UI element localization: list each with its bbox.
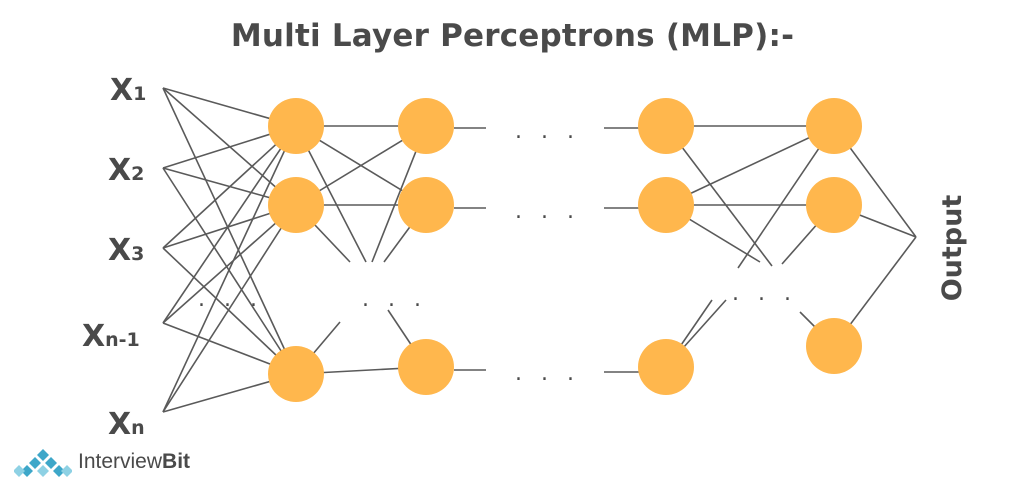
input-label-subscript: 1 xyxy=(133,83,146,105)
layer-4-node-1 xyxy=(806,98,862,154)
input-label-subscript: n-1 xyxy=(105,329,140,351)
edge xyxy=(737,125,835,269)
input-label-1: X1 xyxy=(110,73,146,108)
input-label-subscript: 2 xyxy=(131,163,144,185)
ellipsis-4: . . . xyxy=(198,287,263,312)
layer-3-node-1 xyxy=(638,98,694,154)
output-label: Output xyxy=(937,195,968,302)
edge xyxy=(665,125,835,206)
input-label-3: X3 xyxy=(108,233,144,268)
input-label-subscript: n xyxy=(131,417,145,439)
ellipsis-1: . . . xyxy=(515,119,580,144)
layer-2-node-2 xyxy=(398,177,454,233)
input-label-base: X xyxy=(82,319,105,354)
input-label-5: Xn xyxy=(108,407,145,442)
input-label-2: X2 xyxy=(108,153,144,188)
diamond-pattern-icon xyxy=(14,449,72,477)
input-edge xyxy=(162,204,297,324)
brand-part-2: Bit xyxy=(162,450,191,473)
brand-name: InterviewBit xyxy=(78,450,190,474)
input-label-base: X xyxy=(108,153,131,188)
layer-1-node-1 xyxy=(268,98,324,154)
layer-2-node-1 xyxy=(398,98,454,154)
ellipsis-2: . . . xyxy=(515,199,580,224)
diagram-title: Multi Layer Perceptrons (MLP):- xyxy=(230,18,795,54)
input-label-base: X xyxy=(108,407,131,442)
layer-2-node-3 xyxy=(398,339,454,395)
nodes-layer xyxy=(268,98,862,402)
input-label-subscript: 3 xyxy=(131,243,144,265)
input-label-base: X xyxy=(108,233,131,268)
brand-part-1: Interview xyxy=(78,450,163,473)
layer-3-node-3 xyxy=(638,339,694,395)
interviewbit-logo: InterviewBit xyxy=(14,442,190,482)
layer-4-node-2 xyxy=(806,177,862,233)
layer-1-node-2 xyxy=(268,177,324,233)
input-edge xyxy=(162,204,297,413)
layer-3-node-2 xyxy=(638,177,694,233)
input-edge xyxy=(162,125,297,249)
input-label-4: Xn-1 xyxy=(82,319,140,354)
input-edge xyxy=(162,167,297,375)
input-label-base: X xyxy=(110,73,133,108)
ellipsis-6: . . . xyxy=(732,281,797,306)
input-edge xyxy=(162,125,297,324)
layer-1-node-3 xyxy=(268,346,324,402)
ellipsis-5: . . . xyxy=(362,287,427,312)
input-edge xyxy=(162,125,297,413)
input-edge xyxy=(162,87,297,375)
ellipsis-3: . . . xyxy=(515,361,580,386)
input-edge xyxy=(162,247,297,375)
layer-4-node-3 xyxy=(806,318,862,374)
